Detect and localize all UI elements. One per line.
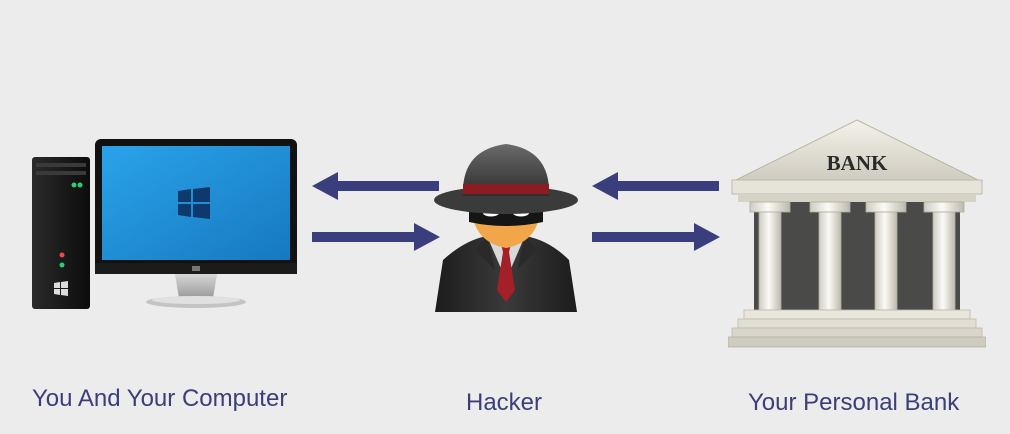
bank-label: Your Personal Bank [748, 389, 960, 416]
bank-building-icon: BANK [728, 118, 986, 350]
hacker-spy-icon [425, 140, 587, 318]
desktop-computer-icon [30, 135, 305, 315]
arrow-right-icon [592, 223, 720, 251]
hacker-label: Hacker [466, 389, 543, 416]
arrow-right-icon [312, 223, 440, 251]
bank-sign-text: BANK [827, 151, 888, 175]
arrow-left-icon [592, 172, 720, 200]
computer-label: You And Your Computer [32, 385, 288, 412]
windows-logo-icon [54, 281, 68, 296]
arrow-left-icon [312, 172, 440, 200]
